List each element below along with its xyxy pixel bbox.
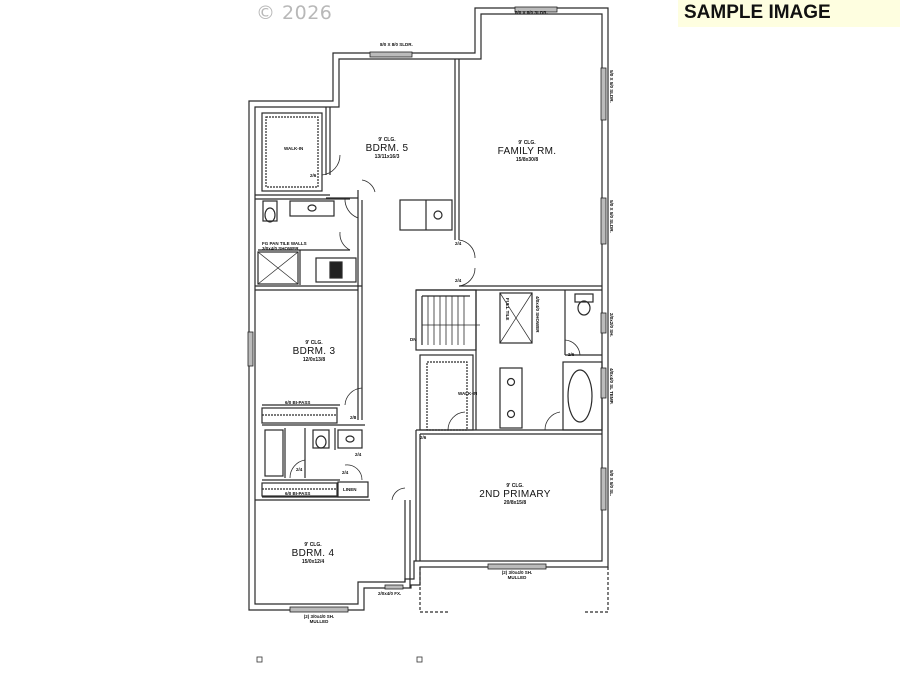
door-tag: 2/4 xyxy=(355,452,362,457)
room-dimensions: 15/0x12/4 xyxy=(301,559,325,565)
room-dimensions: 13/11x16/3 xyxy=(374,154,400,160)
door-tag: 2/6 xyxy=(568,352,575,357)
room-label-bdrm3: 9' CLG. BDRM. 3 12/0x13/8 xyxy=(293,340,336,363)
window-label-primary-side: 5/0 X 5/0 SL. xyxy=(609,470,614,497)
copyright-watermark: © 2026 xyxy=(256,2,333,24)
sample-image-label: SAMPLE IMAGE xyxy=(684,2,831,23)
window-label-top-right: 8/0 X 8/0 SLDR. xyxy=(515,10,548,15)
window-label-fixed: 2/0x4/0 FX. xyxy=(378,591,402,596)
door-tag: 2/6 xyxy=(420,435,427,440)
bypass-closet-lower: 6/0 BI-PASS xyxy=(285,491,311,496)
door-tag: 2/4 xyxy=(342,470,349,475)
window-label-family-2: 5/0 X 5/0 SLDR. xyxy=(609,200,614,233)
exterior-wall-inner xyxy=(254,13,603,605)
ceiling-height: 9' CLG. xyxy=(305,340,323,346)
room-name: 2ND PRIMARY xyxy=(479,489,551,500)
full-tile-label: FULL TILE xyxy=(505,298,510,321)
window-label-bath: 2/0x2/0 SH. xyxy=(609,313,614,337)
room-name: FAMILY RM. xyxy=(497,146,557,157)
stair-down-label: DN xyxy=(410,337,417,342)
door-tag: 2/4 xyxy=(296,467,303,472)
room-dimensions: 15/8x30/8 xyxy=(515,157,539,163)
door-tag: 2/4 xyxy=(455,241,462,246)
shower-note: FG PAN TILE WALLS 3/0x4/0 SHOWER xyxy=(262,241,307,251)
room-label-family: 9' CLG. FAMILY RM. 15/8x30/8 xyxy=(498,140,557,163)
door-tag: 2/8 xyxy=(350,415,357,420)
primary-walkin-label: WALK-IN xyxy=(458,391,478,396)
walkin-closet-label: WALK-IN xyxy=(284,146,304,151)
door-tag: 2/6 xyxy=(310,173,317,178)
room-label-bdrm4: 9' CLG. BDRM. 4 15/0x12/4 xyxy=(292,542,335,565)
room-name: BDRM. 4 xyxy=(291,548,335,559)
room-name: BDRM. 5 xyxy=(365,143,409,154)
window-label-family-1: 5/0 X 5/0 SLDR. xyxy=(609,70,614,103)
window-label-bdrm4-bottom: (2) 3/0x4/0 SH. MULLED xyxy=(303,614,335,624)
exterior-wall-outer xyxy=(248,7,609,611)
window-label-primary-bottom: (2) 3/0x4/0 SH. MULLED xyxy=(501,570,533,580)
room-dimensions: 12/0x13/8 xyxy=(302,357,326,363)
room-name: BDRM. 3 xyxy=(292,346,336,357)
sample-image-badge: SAMPLE IMAGE xyxy=(678,0,900,27)
bypass-closet-upper: 6/0 BI-PASS xyxy=(285,400,311,405)
room-dimensions: 20/8x15/8 xyxy=(503,500,527,506)
ceiling-height: 9' CLG. xyxy=(304,542,322,548)
primary-shower-label: 4/0x4/0 SHOWER xyxy=(535,296,540,333)
room-label-2nd-primary: 9' CLG. 2ND PRIMARY 20/8x15/8 xyxy=(479,483,550,506)
door-tag: 2/4 xyxy=(455,278,462,283)
linen-label: LINEN xyxy=(343,487,357,492)
ceiling-height: 9' CLG. xyxy=(506,483,524,489)
ceiling-height: 9' CLG. xyxy=(518,140,536,146)
room-label-bdrm5: 9' CLG. BDRM. 5 13/11x16/3 xyxy=(366,137,409,160)
window-label-tub: 4/0x4/0 SL TEMP. xyxy=(609,368,614,405)
window-label-top-left: 8/0 X 8/0 SLDR. xyxy=(380,42,413,47)
ceiling-height: 9' CLG. xyxy=(378,137,396,143)
